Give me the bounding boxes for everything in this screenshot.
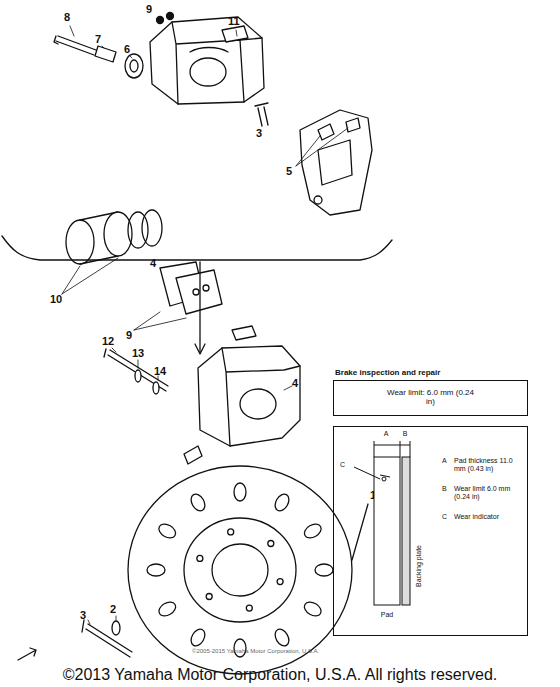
backing-plate-shape <box>402 457 410 605</box>
disc-hole <box>156 599 178 618</box>
disc-hole <box>302 521 324 540</box>
bolt-hole <box>277 579 283 585</box>
key-text: Pad thickness 11.0 mm (0.43 in) <box>454 457 526 473</box>
brake-disc <box>128 466 368 674</box>
indicator-groove <box>382 477 386 481</box>
dimension-letter: C <box>340 461 350 469</box>
panel-heading: Brake inspection and repair <box>335 368 525 377</box>
callout-number: 3 <box>80 610 86 621</box>
dimension-line <box>400 441 401 457</box>
dimension-letter: A <box>380 430 392 438</box>
callout-number: 4 <box>150 258 156 269</box>
inspection-panel: Brake inspection and repairWear limit: 6… <box>333 368 528 418</box>
copyright-note: ©2005-2015 Yamaha Motor Corporation, U.S… <box>192 648 319 654</box>
bolt-hole <box>206 594 212 600</box>
callout-number: 10 <box>50 294 62 305</box>
pad-shape <box>374 457 400 605</box>
callout-number: 12 <box>102 336 114 347</box>
callout-number: 2 <box>110 604 116 615</box>
disc-hole <box>302 599 324 618</box>
callout-number: 3 <box>256 128 262 139</box>
disc-hole <box>234 483 246 501</box>
key-text: Wear indicator <box>454 513 526 521</box>
callout-number: 4 <box>292 378 298 389</box>
dimension-line <box>380 475 390 477</box>
callout-number: 9 <box>146 4 152 15</box>
callout-number: 7 <box>95 34 101 45</box>
leader-lines <box>62 26 348 624</box>
callout-number: 8 <box>64 12 70 23</box>
callout-number: 14 <box>154 366 166 377</box>
disc-hole <box>188 627 207 649</box>
disc-hole <box>272 627 291 649</box>
wear-limit-text: Wear limit: 6.0 mm (0.24 in) <box>383 388 478 406</box>
disc-hole <box>156 521 178 540</box>
caliper-assembled <box>104 326 300 464</box>
part-label: Pad <box>372 611 402 619</box>
dimension-letter: B <box>399 430 411 438</box>
part-label: Backing plate <box>415 536 423 596</box>
disc-hole <box>188 492 207 514</box>
callout-number: 5 <box>286 166 292 177</box>
caliper-exploded <box>2 13 392 355</box>
callout-number: 6 <box>124 44 130 55</box>
key-letter: A <box>442 457 452 465</box>
caption: ©2013 Yamaha Motor Corporation, U.S.A. A… <box>63 666 498 684</box>
dimension-line <box>374 445 400 446</box>
dimension-line <box>374 441 375 457</box>
dimension-line <box>400 445 410 446</box>
key-letter: B <box>442 485 452 493</box>
bolt-hole <box>268 540 274 546</box>
disc-hole <box>315 564 333 576</box>
key-text: Wear limit 6.0 mm (0.24 in) <box>454 485 526 501</box>
disc-bolt <box>82 620 132 657</box>
dimension-line <box>410 441 411 457</box>
forward-arrow <box>18 648 36 660</box>
callout-number: 9 <box>126 330 132 341</box>
bolt-hole <box>246 605 252 611</box>
bolt-hole <box>197 555 203 561</box>
pad-detail-box: ABCAPad thickness 11.0 mm (0.43 in)BWear… <box>333 426 528 636</box>
disc-hole <box>272 492 291 514</box>
callout-number: 13 <box>132 348 144 359</box>
bolt-hole <box>228 529 234 535</box>
callout-number: 11 <box>228 16 240 27</box>
dimension-line <box>354 467 380 479</box>
washer <box>112 621 120 635</box>
disc-hole <box>147 564 165 576</box>
key-letter: C <box>442 513 452 521</box>
